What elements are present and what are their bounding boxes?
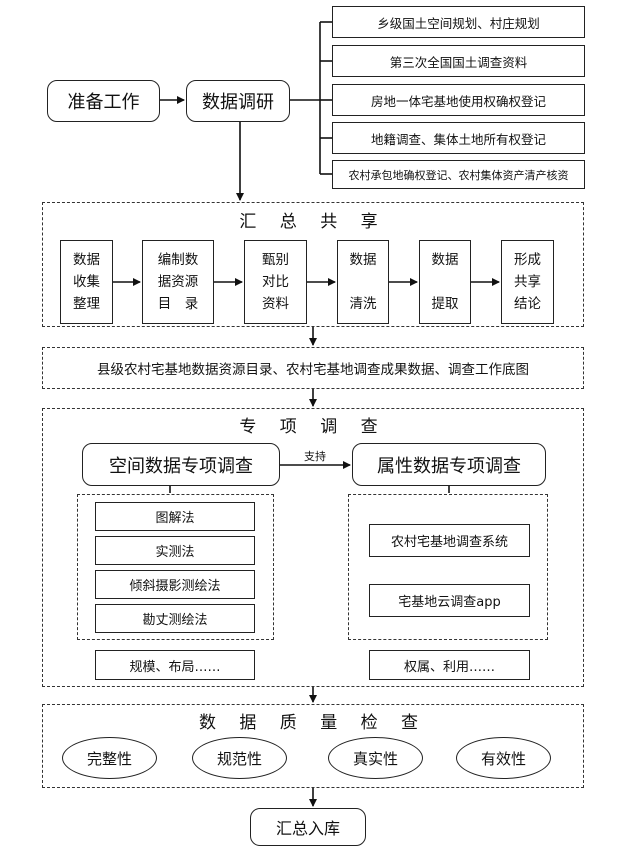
spatial-methods-group: [77, 494, 274, 640]
method-label: 倾斜摄影测绘法: [129, 579, 221, 594]
step-box: 甄别 对比 资料: [244, 240, 307, 324]
source-label: 农村承包地确权登记、农村集体资产清产核资: [348, 168, 569, 182]
source-label: 房地一体宅基地使用权确权登记: [370, 93, 546, 109]
tool-item: 宅基地云调查app: [369, 584, 530, 617]
source-item: 地籍调查、集体土地所有权登记: [332, 122, 585, 154]
attribute-survey-label: 属性数据专项调查: [377, 455, 521, 477]
spatial-survey-box: 空间数据专项调查: [82, 443, 280, 486]
outputs-box: 县级农村宅基地数据资源目录、农村宅基地调查成果数据、调查工作底图: [42, 347, 584, 389]
special-title: 专 项 调 查: [239, 416, 387, 437]
step-label: 编制数 据资源 目 录: [157, 252, 199, 312]
special-section: [42, 408, 584, 687]
source-item: 第三次全国国土调查资料: [332, 45, 585, 77]
summary-section: [42, 202, 584, 327]
tool-label: 宅基地云调查app: [398, 595, 501, 610]
attribute-survey-box: 属性数据专项调查: [352, 443, 546, 486]
step-label: 数据 收集 整理: [73, 252, 100, 312]
outputs-label: 县级农村宅基地数据资源目录、农村宅基地调查成果数据、调查工作底图: [97, 362, 529, 378]
step-box: 数据 提取: [419, 240, 471, 324]
quality-check: 规范性: [192, 737, 287, 779]
spatial-survey-label: 空间数据专项调查: [109, 455, 253, 477]
final-box: 汇总入库: [250, 808, 366, 846]
source-label: 地籍调查、集体土地所有权登记: [370, 131, 546, 147]
final-label: 汇总入库: [275, 819, 340, 838]
method-item: 实测法: [95, 536, 255, 565]
step-box: 数据 收集 整理: [60, 240, 113, 324]
tool-item: 农村宅基地调查系统: [369, 524, 530, 557]
quality-check: 真实性: [328, 737, 423, 779]
method-label: 实测法: [155, 545, 195, 560]
attribute-tools-group: [348, 494, 548, 640]
quality-check-label: 完整性: [86, 749, 132, 768]
step-box: 形成 共享 结论: [501, 240, 554, 324]
summary-title: 汇 总 共 享: [239, 211, 387, 232]
source-item: 乡级国土空间规划、村庄规划: [332, 6, 585, 38]
tool-label: 农村宅基地调查系统: [390, 535, 508, 550]
method-item: 勘丈测绘法: [95, 604, 255, 633]
research-label: 数据调研: [202, 92, 274, 113]
prep-label: 准备工作: [67, 92, 140, 113]
attribute-scope-label: 权属、利用……: [403, 659, 495, 675]
quality-check-label: 真实性: [352, 749, 398, 768]
method-item: 图解法: [95, 502, 255, 531]
step-box: 编制数 据资源 目 录: [142, 240, 214, 324]
quality-title: 数 据 质 量 检 查: [198, 712, 428, 733]
quality-check-label: 有效性: [480, 749, 526, 768]
step-label: 形成 共享 结论: [514, 252, 541, 312]
method-item: 倾斜摄影测绘法: [95, 570, 255, 599]
method-label: 勘丈测绘法: [142, 613, 208, 628]
research-box: 数据调研: [186, 80, 290, 122]
support-label: 支持: [304, 450, 326, 463]
quality-check-label: 规范性: [216, 749, 262, 768]
prep-box: 准备工作: [47, 80, 160, 122]
quality-check: 有效性: [456, 737, 551, 779]
source-label: 第三次全国国土调查资料: [389, 54, 528, 70]
step-label: 数据 清洗: [349, 252, 377, 312]
step-label: 甄别 对比 资料: [262, 252, 289, 312]
attribute-scope-box: 权属、利用……: [369, 650, 530, 680]
source-label: 乡级国土空间规划、村庄规划: [377, 15, 540, 31]
spatial-scope-label: 规模、布局……: [129, 659, 221, 675]
source-item: 农村承包地确权登记、农村集体资产清产核资: [332, 160, 585, 189]
step-label: 数据 提取: [431, 252, 459, 312]
step-box: 数据 清洗: [337, 240, 389, 324]
spatial-scope-box: 规模、布局……: [95, 650, 255, 680]
method-label: 图解法: [155, 511, 195, 526]
quality-section: [42, 704, 584, 788]
source-item: 房地一体宅基地使用权确权登记: [332, 84, 585, 116]
quality-check: 完整性: [62, 737, 157, 779]
